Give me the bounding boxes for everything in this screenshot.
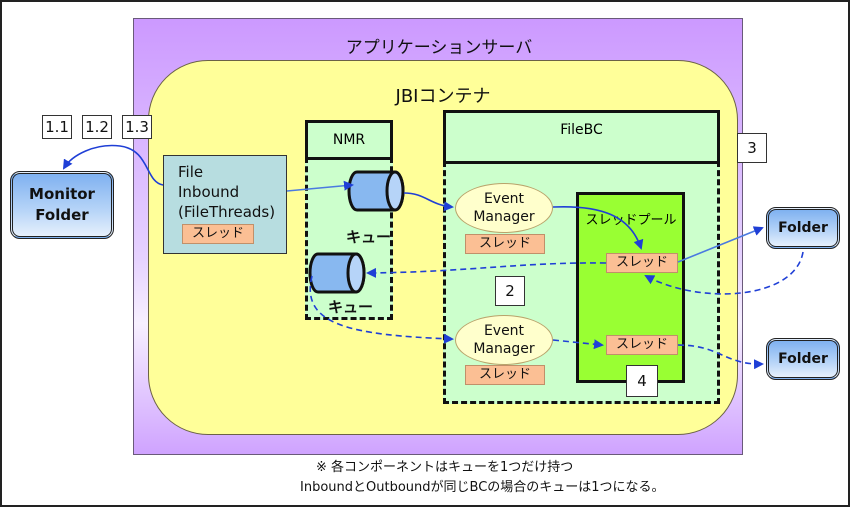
footnote: ※ 各コンポーネントはキューを1つだけ持つ InboundとOutboundが同…: [300, 458, 665, 498]
step-label-1-1: 1.1: [42, 115, 72, 139]
monitor-folder: Monitor Folder: [10, 171, 114, 239]
event-manager-2-line1: Event: [483, 323, 525, 339]
arrow-queue1-to-event-manager1: [403, 192, 454, 212]
file-inbound-line2: Inbound: [178, 183, 240, 201]
event-manager-1-thread: スレッド: [465, 234, 545, 254]
file-inbound-label: File Inbound (FileThreads): [178, 162, 275, 222]
file-inbound-thread: スレッド: [182, 224, 254, 244]
external-folder-1: Folder: [766, 207, 840, 249]
external-folder-2: Folder: [766, 338, 840, 380]
jbi-container-title: JBIコンテナ: [395, 86, 491, 107]
arrow-event-manager2-to-thread2: [552, 339, 604, 350]
step-label-3: 3: [737, 133, 767, 163]
footnote-line2: InboundとOutboundが同じBCの場合のキューは1つになる。: [300, 480, 665, 495]
arrow-thread1-to-queue2: [366, 262, 607, 278]
queue-1-icon: [347, 170, 405, 212]
nmr-title: NMR: [305, 120, 393, 160]
step-label-4: 4: [626, 365, 658, 397]
step-label-2: 2: [495, 276, 525, 306]
step-label-1-3: 1.3: [122, 115, 152, 139]
event-manager-1-line2: Manager: [473, 209, 535, 225]
event-manager-1-line1: Event: [483, 191, 525, 207]
arrow-inbound-to-monitor-folder: [62, 144, 164, 186]
event-manager-2-thread: スレッド: [465, 365, 545, 385]
file-inbound-box: File Inbound (FileThreads) スレッド: [163, 155, 287, 254]
event-manager-1: Event Manager: [455, 183, 553, 233]
queue-2-icon: [308, 252, 366, 294]
file-inbound-line3: (FileThreads): [178, 203, 276, 221]
event-manager-2: Event Manager: [455, 315, 553, 365]
arrow-queue2-to-event-manager2: [309, 275, 454, 344]
file-inbound-line1: File: [178, 163, 204, 181]
nmr-queue2-label: キュー: [328, 298, 374, 316]
footnote-line1: ※ 各コンポーネントはキューを1つだけ持つ: [316, 460, 574, 475]
nmr-queue1-label: キュー: [346, 228, 392, 246]
thread-pool-thread-1: スレッド: [606, 253, 678, 273]
arrow-inbound-to-queue1: [286, 180, 354, 192]
event-manager-2-line2: Manager: [473, 341, 535, 357]
monitor-folder-line2: Folder: [35, 206, 89, 224]
filebc-title: FileBC: [443, 110, 720, 164]
monitor-folder-line1: Monitor: [29, 185, 95, 203]
arrow-event-manager1-to-thread1: [552, 205, 644, 250]
arrow-thread2-to-folder2: [677, 344, 764, 370]
step-label-1-2: 1.2: [82, 115, 112, 139]
application-server-title: アプリケーションサーバ: [345, 38, 533, 58]
thread-pool-title: スレッドプール: [585, 213, 677, 228]
arrow-thread1-to-folder1: [677, 226, 764, 263]
thread-pool-thread-2: スレッド: [606, 335, 678, 355]
arrow-folder1-to-thread1: [644, 251, 804, 295]
